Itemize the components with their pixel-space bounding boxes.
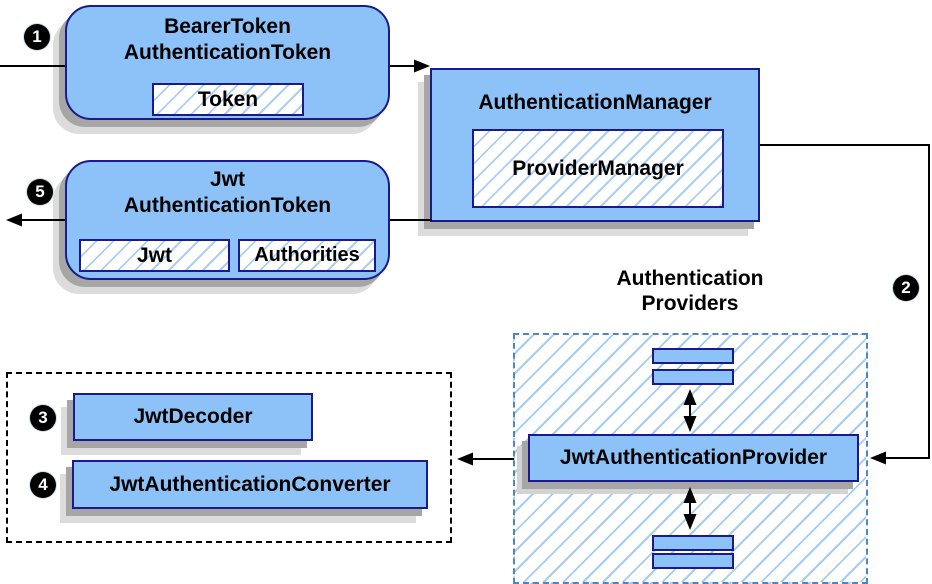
jwt-decoder-label: JwtDecoder	[133, 405, 253, 428]
authentication-manager-node: AuthenticationManager ProviderManager	[430, 68, 760, 222]
step-1-badge: 1	[24, 24, 50, 50]
jwt-authentication-converter-label: JwtAuthenticationConverter	[109, 472, 391, 496]
step-1-number: 1	[32, 27, 42, 46]
node-title-line: BearerToken	[164, 15, 291, 38]
node-title-line: AuthenticationManager	[478, 91, 712, 114]
step-3-badge: 3	[30, 405, 56, 431]
provider-placeholder-bar	[652, 348, 734, 364]
jwt-chip: Jwt	[79, 239, 230, 272]
step-4-number: 4	[38, 475, 48, 494]
left-arrowhead-icon	[457, 452, 473, 466]
jwt-authentication-token-node: Jwt AuthenticationToken Jwt Authorities	[65, 160, 390, 280]
right-arrowhead-icon	[414, 59, 430, 73]
authorities-chip-label: Authorities	[254, 244, 360, 266]
jwt-components-group: JwtDecoder JwtAuthenticationConverter	[6, 372, 452, 543]
provider-placeholder-bar	[652, 553, 734, 569]
left-arrowhead-icon	[870, 451, 886, 465]
authentication-providers-container: JwtAuthenticationProvider	[513, 333, 868, 584]
authorities-chip: Authorities	[238, 239, 376, 272]
label-line: Authentication	[616, 267, 764, 290]
jwt-decoder-node: JwtDecoder	[73, 393, 313, 441]
provider-placeholder-bar	[652, 535, 734, 551]
step-4-badge: 4	[30, 472, 56, 498]
jwt-authentication-provider-label: JwtAuthenticationProvider	[559, 446, 828, 469]
bearer-token-authentication-token-node: BearerToken AuthenticationToken Token	[65, 5, 390, 120]
label-line: Providers	[641, 292, 739, 315]
provider-manager-chip: ProviderManager	[472, 129, 724, 208]
token-chip-label: Token	[197, 87, 259, 111]
jwt-chip-label: Jwt	[136, 243, 172, 267]
step-2-number: 2	[901, 278, 911, 297]
node-title-line: Jwt	[209, 168, 245, 191]
node-title-line: AuthenticationToken	[123, 194, 332, 217]
step-5-number: 5	[35, 182, 45, 201]
node-title-line: AuthenticationToken	[123, 41, 332, 64]
token-chip: Token	[152, 83, 304, 116]
provider-placeholder-bar	[652, 369, 734, 385]
step-5-badge: 5	[27, 179, 53, 205]
step-2-badge: 2	[893, 275, 919, 301]
provider-manager-label: ProviderManager	[512, 156, 684, 180]
jwt-authentication-converter-node: JwtAuthenticationConverter	[72, 460, 428, 509]
authentication-providers-label: Authentication Providers	[555, 266, 825, 316]
left-arrowhead-icon	[6, 213, 22, 227]
step-3-number: 3	[38, 408, 48, 427]
jwt-authentication-provider-node: JwtAuthenticationProvider	[528, 434, 859, 482]
